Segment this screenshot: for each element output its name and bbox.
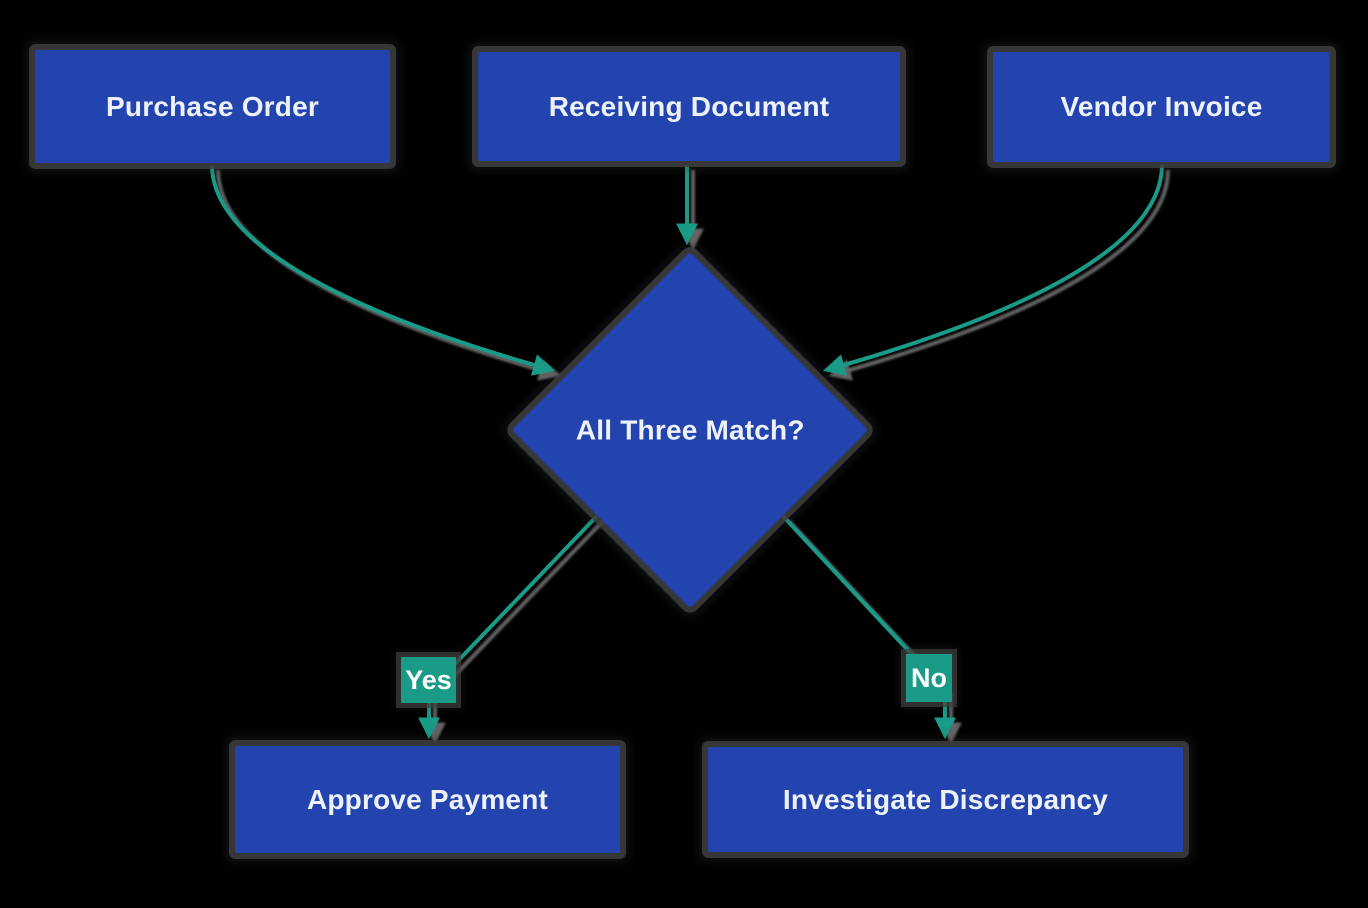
edge-label-yes-text: Yes [405,664,452,695]
node-approve-payment-label: Approve Payment [306,783,549,815]
edge-decision-to-investigate-discrepancy [781,514,956,740]
node-decision-label: All Three Match? [575,413,805,445]
node-approve-payment: Approve Payment [235,746,620,853]
node-receiving-document-label: Receiving Document [548,90,830,122]
node-vendor-invoice: Vendor Invoice [993,52,1330,162]
node-investigate-discrepancy-label: Investigate Discrepancy [782,783,1109,815]
edge-decision-to-approve-payment [418,514,599,740]
node-receiving-document: Receiving Document [478,52,900,161]
edge-label-no: No [906,654,952,702]
edge-label-no-text: No [911,662,947,693]
edge-label-yes: Yes [401,657,456,703]
node-purchase-order-label: Purchase Order [106,90,319,122]
node-investigate-discrepancy: Investigate Discrepancy [708,747,1183,852]
edge-purchase-order-to-decision [210,164,556,376]
node-purchase-order: Purchase Order [35,50,390,163]
edge-vendor-invoice-to-decision [822,164,1164,376]
node-vendor-invoice-label: Vendor Invoice [1060,91,1263,122]
